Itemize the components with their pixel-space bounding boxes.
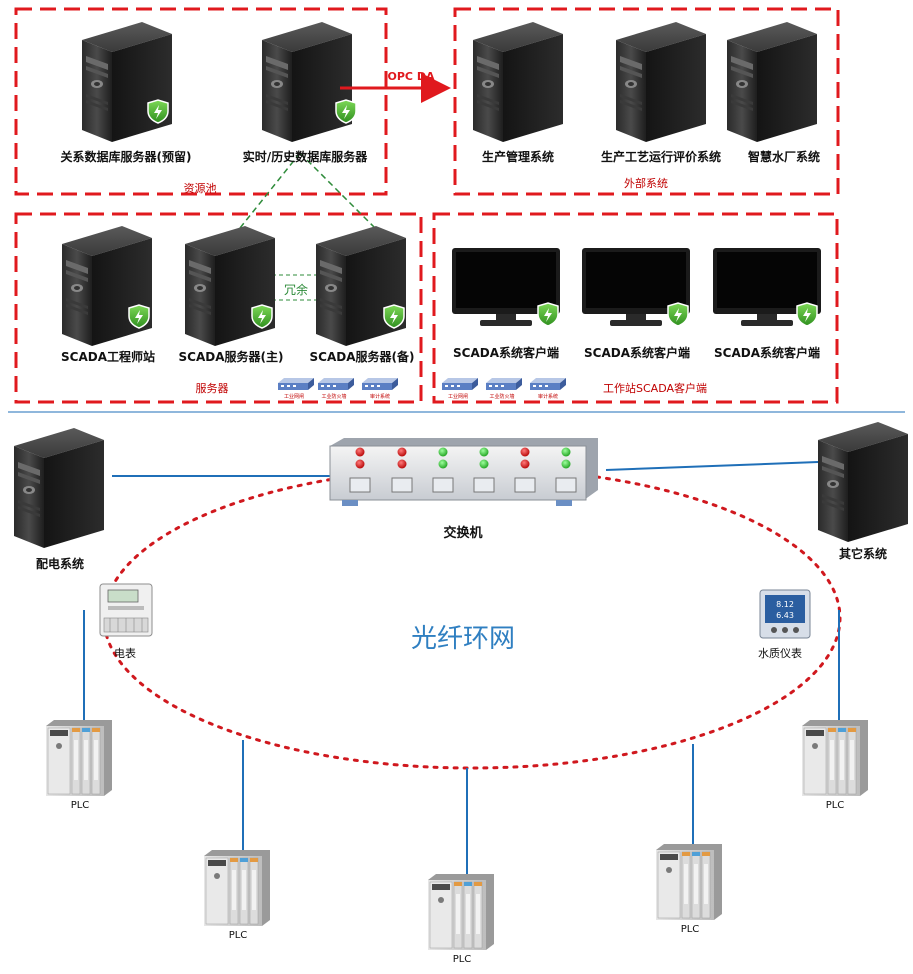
switch-led-3-1 bbox=[438, 447, 448, 457]
gateway-appliance-icon bbox=[278, 378, 314, 390]
client-2-label: SCADA系统客户端 bbox=[584, 346, 690, 360]
plc-icon bbox=[203, 849, 271, 927]
servers-box bbox=[14, 212, 423, 404]
shield-icon bbox=[147, 99, 169, 124]
smart-water-server-icon bbox=[727, 22, 817, 142]
switch-led-2-2 bbox=[397, 459, 407, 469]
plc-icon bbox=[801, 719, 869, 797]
audit-label: 审计系统 bbox=[369, 394, 391, 400]
switch-label: 交换机 bbox=[443, 526, 483, 541]
redundancy-label: 冗余 bbox=[283, 283, 309, 297]
gateway-label: 工业网闸 bbox=[283, 394, 305, 400]
process-eval-server-icon bbox=[616, 22, 706, 142]
firewall-label: 工业防火墙 bbox=[489, 394, 515, 400]
plc-label-4: PLC bbox=[680, 924, 700, 935]
water-quality-meter-icon: 8.12 6.43 bbox=[759, 589, 811, 639]
realtime-db-server-icon bbox=[262, 22, 352, 142]
switch-led-group bbox=[355, 447, 571, 469]
resource-pool-box bbox=[14, 7, 388, 196]
scada-backup-label: SCADA服务器(备) bbox=[309, 350, 415, 364]
other-system-server-icon bbox=[818, 422, 908, 542]
opc-da-label: OPC DA bbox=[387, 70, 435, 83]
switch-led-5-2 bbox=[520, 459, 530, 469]
client-1-label: SCADA系统客户端 bbox=[453, 346, 559, 360]
shield-icon bbox=[667, 302, 689, 327]
switch-led-1-2 bbox=[355, 459, 365, 469]
gateway-appliance-icon bbox=[442, 378, 478, 390]
water-meter-reading-2: 6.43 bbox=[776, 611, 794, 620]
shield-icon bbox=[128, 304, 150, 329]
shield-icon bbox=[335, 99, 357, 124]
firewall-appliance-icon bbox=[318, 378, 354, 390]
switch-led-5-1 bbox=[520, 447, 530, 457]
shield-icon bbox=[383, 304, 405, 329]
plc-label-1: PLC bbox=[70, 800, 90, 811]
switch-led-3-2 bbox=[438, 459, 448, 469]
engineer-station-label: SCADA工程师站 bbox=[61, 350, 155, 364]
power-system-server-icon bbox=[14, 428, 104, 548]
other-system-link bbox=[605, 461, 819, 471]
shield-icon bbox=[537, 302, 559, 327]
plc-icon bbox=[655, 843, 723, 921]
switch-led-2-1 bbox=[397, 447, 407, 457]
firewall-label: 工业防火墙 bbox=[321, 394, 347, 400]
plc-label-2: PLC bbox=[228, 930, 248, 941]
plc-label-3: PLC bbox=[452, 954, 472, 965]
firewall-appliance-icon bbox=[486, 378, 522, 390]
switch-led-1-1 bbox=[355, 447, 365, 457]
scada-main-label: SCADA服务器(主) bbox=[178, 350, 284, 364]
shield-icon bbox=[251, 304, 273, 329]
production-mgmt-server-icon bbox=[473, 22, 563, 142]
audit-appliance-icon bbox=[362, 378, 398, 390]
switch-led-6-2 bbox=[561, 459, 571, 469]
external-systems-box bbox=[453, 7, 840, 196]
realtime-db-label: 实时/历史数据库服务器 bbox=[242, 150, 368, 164]
power-system-label: 配电系统 bbox=[35, 557, 85, 571]
switch-led-4-2 bbox=[479, 459, 489, 469]
electricity-meter-icon bbox=[99, 583, 153, 637]
process-eval-label: 生产工艺运行评价系统 bbox=[600, 150, 722, 164]
smart-water-label: 智慧水厂系统 bbox=[747, 150, 821, 164]
audit-label: 审计系统 bbox=[537, 394, 559, 400]
redundancy-link-backup bbox=[299, 152, 376, 229]
client-3-label: SCADA系统客户端 bbox=[714, 346, 820, 360]
meter-label: 电表 bbox=[114, 647, 136, 660]
redundancy-link-main bbox=[239, 152, 301, 229]
network-switch bbox=[329, 438, 598, 506]
fiber-ring-label: 光纤环网 bbox=[410, 624, 516, 654]
plc-label-5: PLC bbox=[825, 800, 845, 811]
audit-appliance-icon bbox=[530, 378, 566, 390]
workstations-box bbox=[432, 212, 839, 404]
water-meter-reading-1: 8.12 bbox=[776, 600, 794, 609]
resource-pool-label: 资源池 bbox=[183, 182, 217, 195]
relational-db-server-icon bbox=[82, 22, 172, 142]
plc-icon bbox=[427, 873, 495, 951]
switch-led-6-1 bbox=[561, 447, 571, 457]
water-meter-label: 水质仪表 bbox=[758, 647, 802, 660]
plc-icon bbox=[45, 719, 113, 797]
external-systems-label: 外部系统 bbox=[624, 177, 668, 190]
shield-icon bbox=[796, 302, 818, 327]
servers-label: 服务器 bbox=[195, 382, 229, 395]
production-mgmt-label: 生产管理系统 bbox=[481, 150, 555, 164]
switch-led-4-1 bbox=[479, 447, 489, 457]
gateway-label: 工业网闸 bbox=[447, 394, 469, 400]
switch-ports bbox=[349, 477, 577, 493]
relational-db-label: 关系数据库服务器(预留) bbox=[60, 150, 192, 164]
workstations-label: 工作站SCADA客户端 bbox=[603, 382, 707, 395]
other-system-label: 其它系统 bbox=[838, 547, 888, 561]
